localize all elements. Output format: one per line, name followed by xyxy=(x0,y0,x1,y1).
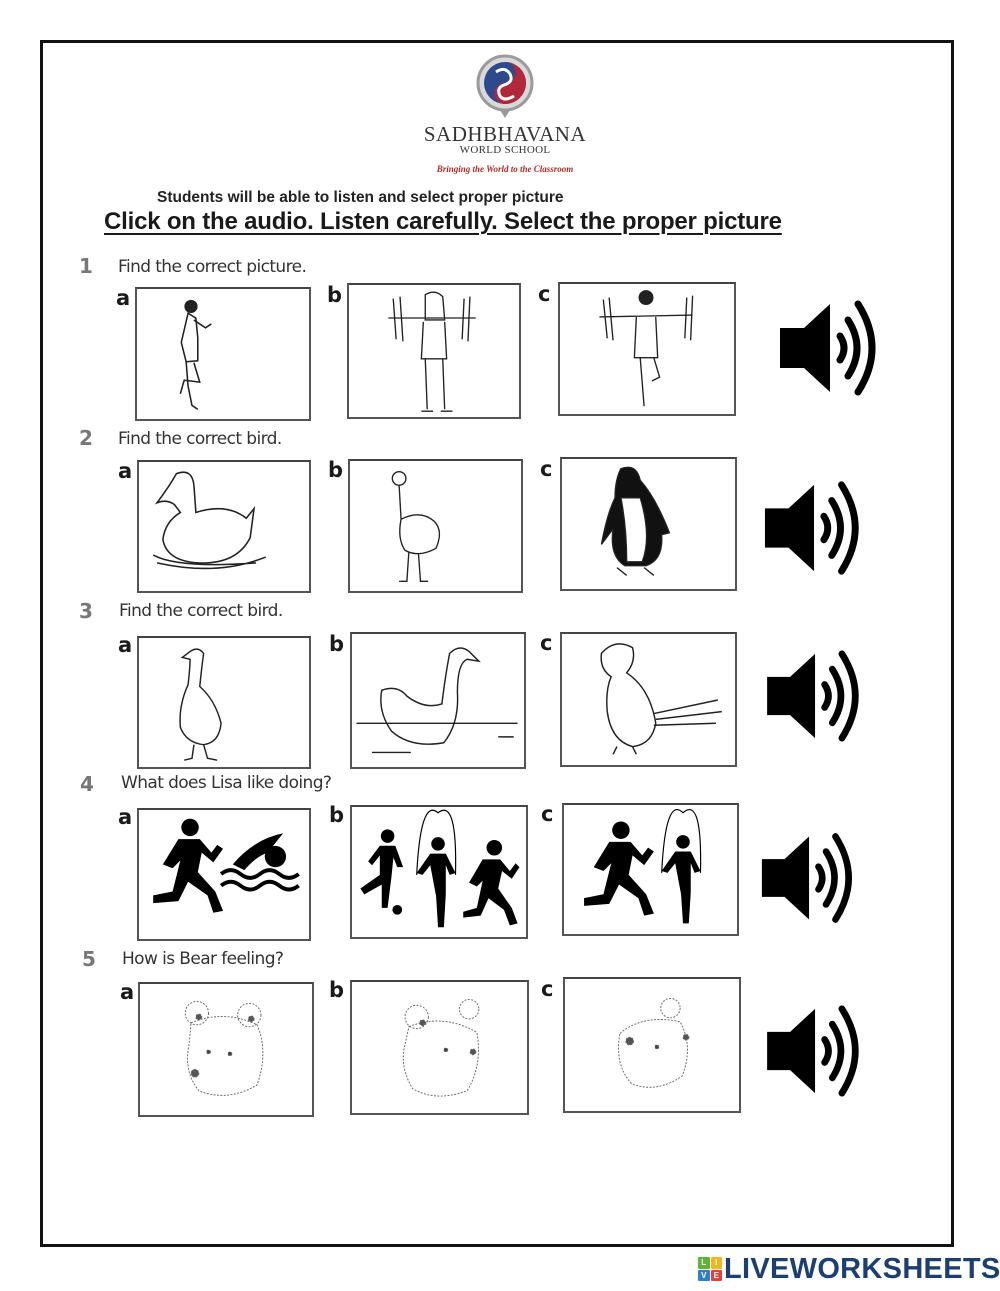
school-tagline: Bringing the World to the Classroom xyxy=(436,164,574,174)
question-number: 4 xyxy=(80,772,94,796)
question-number: 3 xyxy=(79,599,93,623)
option-picture-bear-c[interactable] xyxy=(563,977,741,1113)
option-label: a xyxy=(118,459,133,483)
option-label: b xyxy=(329,632,345,656)
logo-tile-v: V xyxy=(698,1269,710,1281)
audio-speaker-button[interactable] xyxy=(765,650,867,742)
liveworksheets-logo-icon: L I V E xyxy=(698,1257,722,1281)
option-label: c xyxy=(538,282,551,306)
worksheet-frame xyxy=(40,40,954,1247)
option-picture-bear-b[interactable] xyxy=(350,980,529,1115)
question-prompt: Find the correct bird. xyxy=(119,601,283,621)
option-label: b xyxy=(327,283,343,307)
audio-speaker-button[interactable] xyxy=(763,480,867,576)
speaker-icon xyxy=(767,1005,859,1097)
question-number: 2 xyxy=(79,426,93,450)
question-number: 1 xyxy=(79,254,93,278)
option-picture-ostrich[interactable] xyxy=(348,459,523,593)
learning-objective: Students will be able to listen and sele… xyxy=(157,189,564,206)
option-label: a xyxy=(116,286,131,310)
option-picture-duck[interactable] xyxy=(137,460,311,593)
option-picture-running-skipping[interactable] xyxy=(562,803,739,936)
option-picture-football-skipping-running[interactable] xyxy=(350,805,528,939)
instruction-heading: Click on the audio. Listen carefully. Se… xyxy=(104,208,782,235)
speaker-icon xyxy=(761,833,852,923)
option-picture-boy-one-leg[interactable] xyxy=(558,282,736,416)
option-picture-parrot[interactable] xyxy=(560,632,737,767)
school-name: SADHBHAVANA xyxy=(423,122,587,146)
option-label: a xyxy=(118,805,133,829)
speaker-icon xyxy=(764,481,859,575)
logo-tile-l: L xyxy=(698,1257,710,1269)
option-label: a xyxy=(118,633,133,657)
option-label: c xyxy=(540,631,553,655)
option-picture-penguin[interactable] xyxy=(560,457,737,591)
logo-tile-e: E xyxy=(710,1269,722,1281)
option-label: c xyxy=(541,802,554,826)
question-prompt: Find the correct picture. xyxy=(118,257,307,277)
liveworksheets-brand: L I V E LIVEWORKSHEETS xyxy=(698,1252,1000,1285)
option-label: c xyxy=(540,457,553,481)
option-label: b xyxy=(329,978,345,1002)
school-logo xyxy=(470,52,540,122)
option-picture-goose[interactable] xyxy=(137,636,311,769)
speaker-icon xyxy=(780,300,876,396)
option-picture-swan[interactable] xyxy=(350,632,526,769)
option-picture-girl-arms-out[interactable] xyxy=(347,283,521,419)
logo-tile-i: I xyxy=(710,1257,722,1269)
liveworksheets-wordmark: LIVEWORKSHEETS xyxy=(724,1252,1000,1285)
question-prompt: What does Lisa like doing? xyxy=(121,773,332,793)
option-label: a xyxy=(120,980,135,1004)
question-prompt: How is Bear feeling? xyxy=(122,949,284,969)
audio-speaker-button[interactable] xyxy=(778,300,884,396)
option-picture-boy-jogging[interactable] xyxy=(135,287,311,421)
school-subtitle: WORLD SCHOOL xyxy=(459,144,551,156)
audio-speaker-button[interactable] xyxy=(765,1005,867,1097)
question-number: 5 xyxy=(82,947,96,971)
option-picture-running-swimming[interactable] xyxy=(137,808,311,941)
audio-speaker-button[interactable] xyxy=(760,830,860,926)
speaker-icon xyxy=(767,650,859,742)
option-label: c xyxy=(541,977,554,1001)
option-picture-bear-a[interactable] xyxy=(138,982,314,1117)
option-label: b xyxy=(328,458,344,482)
question-prompt: Find the correct bird. xyxy=(118,429,282,449)
option-label: b xyxy=(329,803,345,827)
